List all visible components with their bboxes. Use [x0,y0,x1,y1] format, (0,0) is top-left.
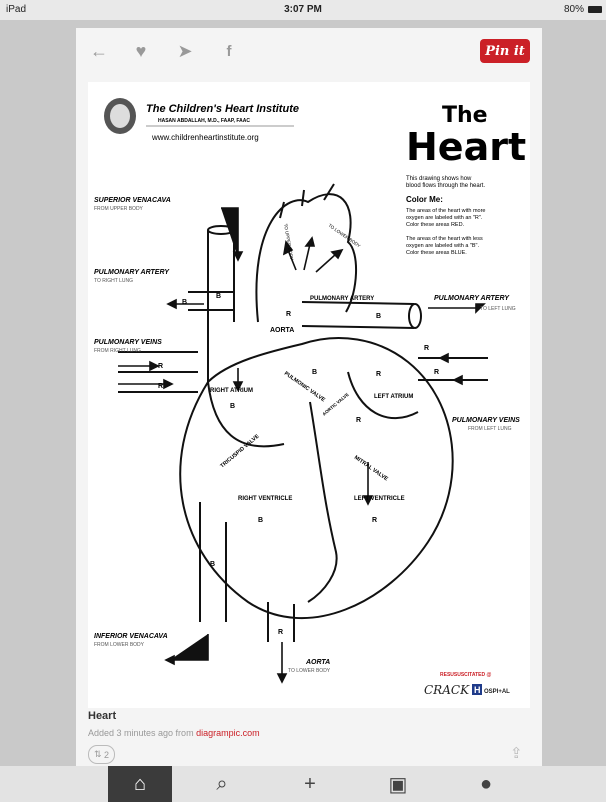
heart-diagram: The Children's Heart Institute HASAN ABD… [88,82,530,708]
label-aorta: AORTA [270,327,294,334]
battery-label: 80% [564,4,584,15]
watermark-crack: CRACK [424,683,470,697]
label-aortic-valve: AORTIC VALVE [321,392,349,417]
marker-b: B [258,517,263,524]
institute-logo [104,98,136,134]
marker-b: B [182,299,187,306]
message-icon[interactable]: ▣ [366,766,430,802]
pin-meta: Added 3 minutes ago from diagrampic.com [88,728,260,738]
label-pulm-artery-left-sub: TO RIGHT LUNG [94,278,133,284]
title-heart: Heart [406,125,526,169]
battery-icon [588,6,602,13]
pin-image[interactable]: The Children's Heart Institute HASAN ABD… [88,82,530,708]
label-superior-vc: SUPERIOR VENACAVA [94,197,171,204]
marker-r: R [356,417,361,424]
intro-line1: This drawing shows how [406,176,472,182]
send-icon[interactable]: ➤ [172,38,198,64]
repin-icon: ⇅ [94,749,104,760]
intro-line2: blood flows through the heart. [406,183,485,189]
label-aorta-bottom-sub: TO LOWER BODY [288,668,331,674]
plus-icon[interactable]: + [278,766,342,802]
pin-closeup-sheet: ← ♥ ➤ f Pin it The Children's Heart Inst… [76,28,542,788]
marker-r: R [434,369,439,376]
label-left-ventricle: LEFT VENTRICLE [354,496,405,502]
label-right-ventricle: RIGHT VENTRICLE [238,496,292,502]
marker-r: R [158,383,163,390]
heart-icon[interactable]: ♥ [128,38,154,64]
label-pulm-artery-left: PULMONARY ARTERY [94,269,170,276]
status-bar: iPad 3:07 PM 80% [0,0,606,20]
label-pulm-veins-left-sub: FROM RIGHT LUNG [94,348,141,354]
r-line2: oxygen are labeled with an "R". [406,215,483,221]
color-me-heading: Color Me: [406,195,443,204]
institute-url: www.childrenheartinstitute.org [151,133,259,142]
pin-source-link[interactable]: diagrampic.com [196,728,260,738]
watermark-h: H [474,685,481,695]
marker-r: R [158,363,163,370]
label-left-atrium: LEFT ATRIUM [374,394,413,400]
search-icon[interactable]: ⌕ [190,766,254,802]
institute-doctor: HASAN ABDALLAH, M.D., FAAP, FAAC [158,118,250,124]
marker-b: B [210,561,215,568]
marker-b: B [230,403,235,410]
share-icon[interactable]: ⇪ [510,744,526,762]
label-pulm-veins-right-sub: FROM LEFT LUNG [468,426,512,432]
pin-toolbar: ← ♥ ➤ f Pin it [76,28,542,74]
r-line1: The areas of the heart with more [406,208,485,214]
marker-r: R [278,629,283,636]
label-pulmonic-valve: PULMONIC VALVE [283,371,326,404]
institute-name: The Children's Heart Institute [146,103,299,115]
bottom-tab-bar: ⌂ ⌕ + ▣ ● [0,766,606,802]
label-superior-vc-sub: FROM UPPER BODY [94,206,144,212]
b-line3: Color these areas BLUE. [406,250,467,256]
b-line1: The areas of the heart with less [406,236,483,242]
facebook-icon[interactable]: f [216,38,242,64]
profile-icon[interactable]: ● [454,766,518,802]
watermark-top: RESUSUSCITATED @ [440,672,491,678]
label-pulm-artery-right: PULMONARY ARTERY [434,295,510,302]
label-right-atrium: RIGHT ATRIUM [210,388,253,394]
clock: 3:07 PM [0,4,606,15]
marker-r: R [372,517,377,524]
label-to-upper-body: TO UPPER BODY [283,223,294,260]
label-tricuspid-valve: TRICUSPID VALVE [219,433,260,469]
r-line3: Color these areas RED. [406,222,465,228]
diagram-labels: SUPERIOR VENACAVA FROM UPPER BODY PULMON… [94,197,520,674]
pin-title: Heart [88,710,116,722]
pin-meta-prefix: Added 3 minutes ago from [88,728,196,738]
home-icon[interactable]: ⌂ [108,766,172,802]
marker-r: R [376,371,381,378]
label-mitral-valve: MITRAL VALVE [353,455,389,483]
watermark: RESUSUSCITATED @ CRACK H OSPI+AL [424,672,510,697]
label-inferior-vc: INFERIOR VENACAVA [94,633,168,640]
repin-count: 2 [104,750,109,760]
repin-count-button[interactable]: ⇅ 2 [88,745,115,764]
label-to-lower-body-top: TO LOWER BODY [327,223,361,249]
marker-r: R [424,345,429,352]
marker-r: R [286,311,291,318]
b-line2: oxygen are labeled with a "B". [406,243,479,249]
label-pulm-veins-right: PULMONARY VEINS [452,417,520,424]
label-pulm-artery-right-sub: TO LEFT LUNG [480,306,516,312]
marker-b: B [312,369,317,376]
pin-it-button[interactable]: Pin it [480,39,530,63]
marker-b: B [376,313,381,320]
back-arrow-icon[interactable]: ← [86,38,112,64]
marker-b: B [216,293,221,300]
flow-arrows [118,208,484,682]
watermark-tail: OSPI+AL [484,689,510,695]
label-pulm-artery-center: PULMONARY ARTERY [310,296,374,302]
label-pulm-veins-left: PULMONARY VEINS [94,339,162,346]
label-inferior-vc-sub: FROM LOWER BODY [94,642,145,648]
label-aorta-bottom: AORTA [305,659,330,666]
